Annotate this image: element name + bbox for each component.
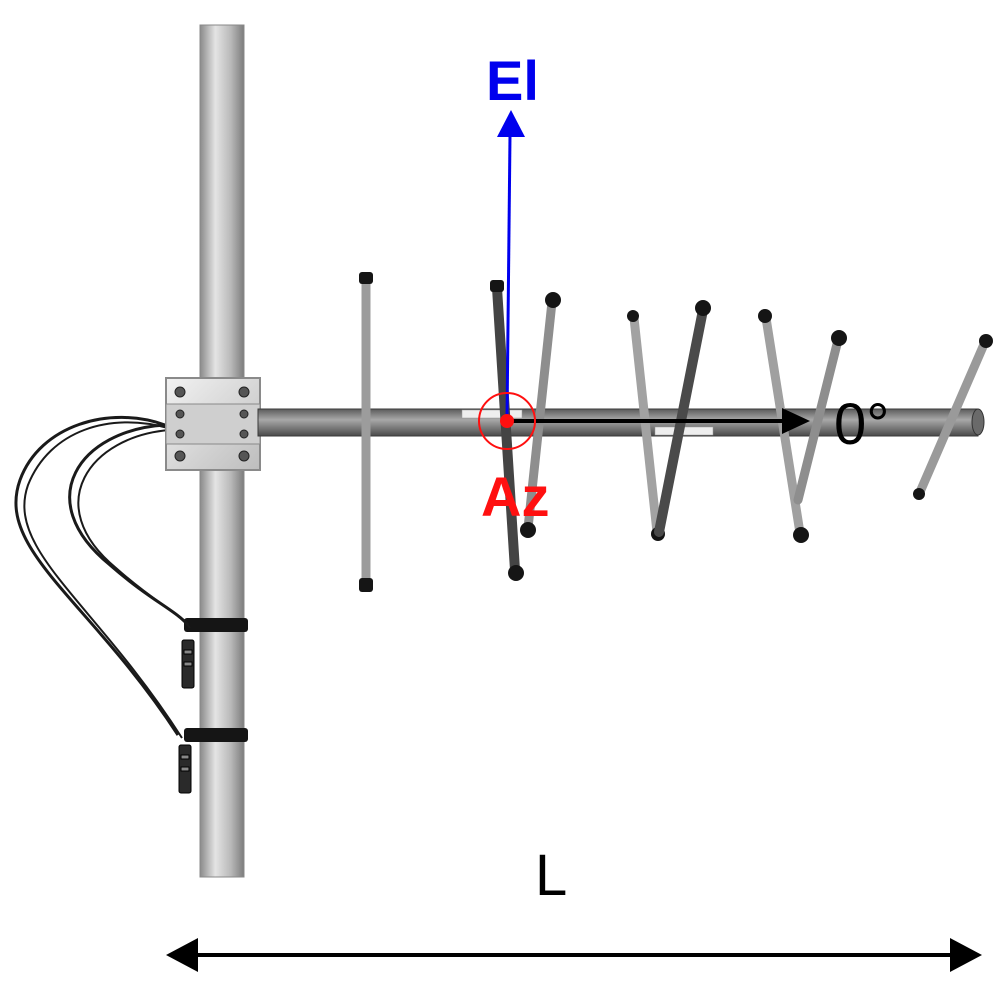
length-label: L xyxy=(535,843,567,908)
element-reflector xyxy=(359,272,373,592)
azimuth-rotation-ring xyxy=(478,392,536,450)
element-director-6 xyxy=(913,334,993,500)
zero-degree-label: 0° xyxy=(834,392,889,457)
length-dimension-arrow xyxy=(166,938,982,972)
element-driven xyxy=(490,280,524,581)
elevation-arrow-head xyxy=(497,110,525,137)
element-director-5 xyxy=(793,330,847,505)
mast-clamp-upper xyxy=(184,618,248,632)
elevation-axis-line xyxy=(505,134,512,421)
boom-end-cap xyxy=(971,408,985,436)
coax-connectors xyxy=(178,639,195,794)
coax-cables xyxy=(14,416,191,739)
azimuth-label: Az xyxy=(481,465,549,528)
element-director-1 xyxy=(520,292,561,538)
boom-label-sticker xyxy=(461,409,523,419)
azimuth-rotation-center xyxy=(500,414,514,428)
mast-clamp-lower xyxy=(184,728,248,742)
elevation-label: El xyxy=(486,49,539,112)
azimuth-arrow-head xyxy=(782,408,810,434)
mounting-bracket xyxy=(165,377,261,471)
